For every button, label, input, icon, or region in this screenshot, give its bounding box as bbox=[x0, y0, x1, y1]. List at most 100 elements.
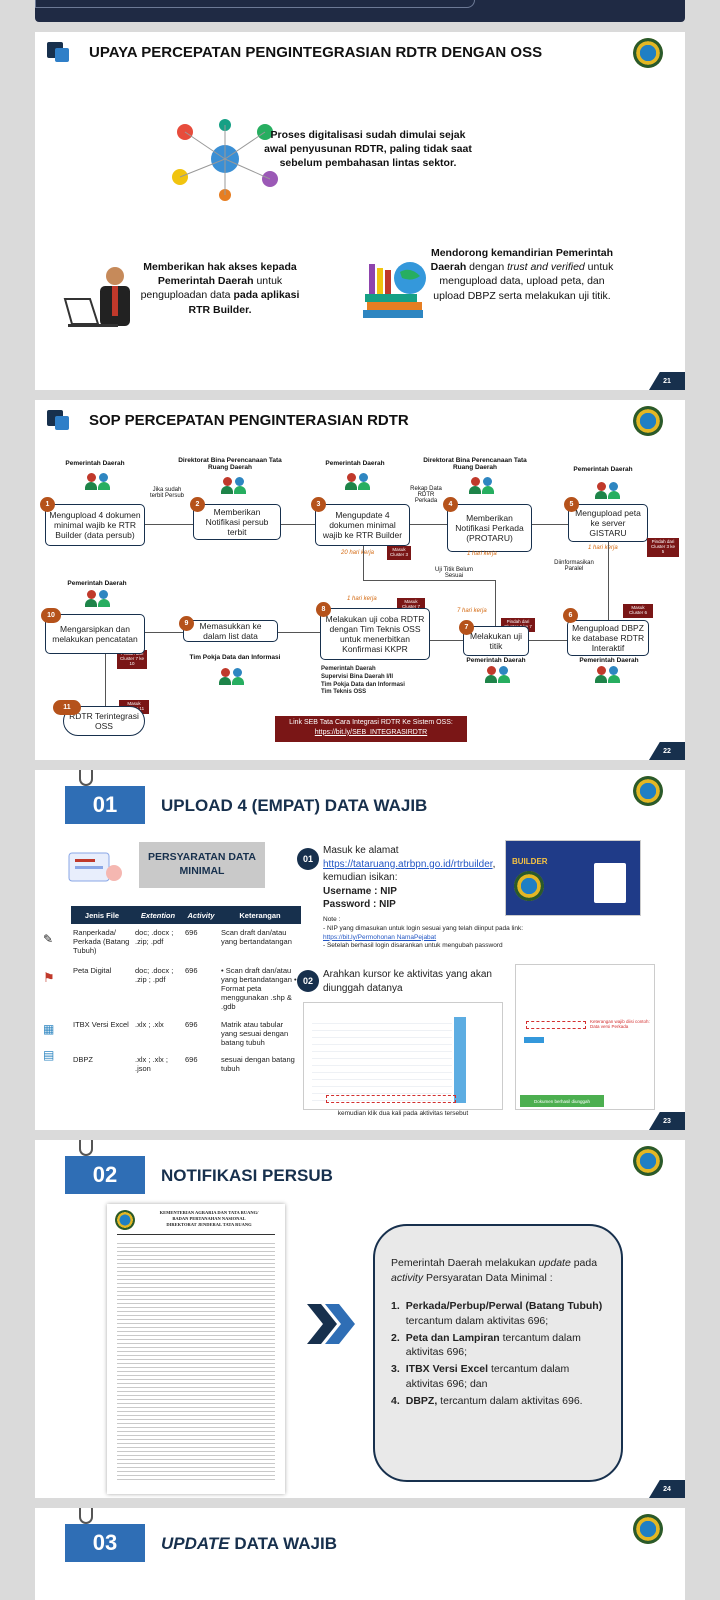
list-bold: DBPZ, bbox=[405, 1394, 438, 1407]
step-5-badge: 5 bbox=[564, 497, 579, 512]
step-2-box: Memberikan Notifikasi persub terbit bbox=[193, 504, 281, 540]
builder-label: BUILDER bbox=[512, 857, 548, 866]
table-header: Keterangan bbox=[239, 910, 281, 920]
digitalization-text: Proses digitalisasi sudah dimulai sejak … bbox=[264, 129, 472, 170]
activity-rows bbox=[312, 1017, 452, 1103]
connector bbox=[532, 524, 568, 525]
paperclip-icon bbox=[79, 770, 93, 786]
slide-title: NOTIFIKASI PERSUB bbox=[161, 1166, 333, 1185]
letter-head-line: KEMENTERIAN AGRARIA DAN TATA RUANG/ bbox=[159, 1210, 259, 1215]
connector bbox=[278, 632, 320, 633]
slide-25[interactable]: 03 UPDATE DATA WAJIB bbox=[35, 1508, 685, 1600]
update-intro: Pemerintah Daerah melakukan update pada … bbox=[391, 1256, 605, 1285]
time-1a: 1 hari kerja bbox=[467, 551, 497, 557]
time-1b: 1 hari kerja bbox=[588, 545, 618, 551]
slide-title: SOP PERCEPATAN PENGINTERASIAN RDTR bbox=[89, 412, 409, 429]
actor-label: Direktorat Bina Perencanaan Tata Ruang D… bbox=[178, 457, 282, 471]
update-list: 1.Perkada/Perbup/Perwal (Batang Tubuh) t… bbox=[391, 1299, 605, 1408]
time-1c: 1 hari kerja bbox=[347, 596, 377, 602]
rtr-builder-login-screenshot: BUILDER bbox=[505, 840, 641, 916]
login-rest: , kemudian isikan: bbox=[323, 858, 496, 884]
team-list-item: Pemerintah Daerah bbox=[321, 666, 376, 672]
cluster-tag: Pindah dari Cluster 3 ke 5 bbox=[647, 538, 679, 557]
step-badge-01: 01 bbox=[297, 848, 319, 870]
intro-text: Persyaratan Data Minimal : bbox=[426, 1271, 553, 1284]
section-number: 03 bbox=[59, 1524, 145, 1570]
slide-title: UPAYA PERCEPATAN PENGINTEGRASIAN RDTR DE… bbox=[89, 44, 543, 61]
list-item: 4.DBPZ, tercantum dalam aktivitas 696. bbox=[391, 1394, 605, 1409]
people-icon bbox=[85, 590, 109, 608]
books-globe-icon bbox=[363, 262, 426, 318]
title-square-accent-icon bbox=[55, 416, 69, 430]
team-list-item: Tim Pokja Data dan Informasi bbox=[321, 681, 405, 688]
username-text: Username : NIP bbox=[323, 885, 397, 897]
note-link[interactable]: https://bit.ly/Permohonan NamaPejabat bbox=[323, 933, 437, 941]
login-form-card bbox=[594, 863, 626, 903]
access-normal: untuk penguploadan data bbox=[140, 275, 283, 302]
team-list-item: Tim Teknis OSS bbox=[321, 689, 367, 696]
list-number: 2. bbox=[391, 1331, 400, 1344]
slide-24[interactable]: 02 NOTIFIKASI PERSUB KEMENTERIAN AGRARIA… bbox=[35, 1140, 685, 1498]
list-rest: tercantum dalam aktivitas 696; bbox=[405, 1315, 549, 1328]
title-square-accent-icon bbox=[55, 48, 69, 62]
atr-bpn-logo-icon bbox=[633, 38, 663, 68]
spreadsheet-icon: ▦ bbox=[43, 1022, 55, 1036]
step-3-box: Mengupdate 4 dokumen minimal wajib ke RT… bbox=[315, 504, 410, 546]
step-8-badge: 8 bbox=[316, 602, 331, 617]
seb-link-url[interactable]: https://bit.ly/SEB_INTEGRASIRDTR bbox=[314, 728, 428, 736]
access-bold2: pada aplikasi RTR Builder. bbox=[188, 289, 300, 316]
seb-link-box[interactable]: Link SEB Tata Cara Integrasi RDTR Ke Sis… bbox=[275, 716, 467, 742]
table-cell: Scan draft dan/atau yang bertandatangan bbox=[221, 928, 292, 946]
intro-text: Pemerintah Daerah melakukan bbox=[391, 1257, 536, 1269]
section-number: 02 bbox=[59, 1156, 145, 1202]
login-text: Masuk ke alamat bbox=[323, 845, 399, 856]
rtrbuilder-link[interactable]: https://tataruang.atrbpn.go.id/rtrbuilde… bbox=[323, 858, 493, 870]
password-text: Password : NIP bbox=[323, 899, 396, 910]
slide-22[interactable]: SOP PERCEPATAN PENGINTERASIAN RDTR Pemer… bbox=[35, 400, 685, 760]
step-1-box: Mengupload 4 dokumen minimal wajib ke RT… bbox=[45, 504, 145, 546]
connector bbox=[495, 580, 496, 626]
step2-caption: kemudian klik dua kali pada aktivitas te… bbox=[337, 1110, 469, 1117]
seb-link-label: Link SEB Tata Cara Integrasi RDTR Ke Sis… bbox=[289, 719, 453, 726]
map-pin-icon: ⚑ bbox=[43, 970, 55, 985]
person-laptop-icon bbox=[63, 267, 130, 327]
note-ujititik: Uji Titik Belum Sesuai bbox=[434, 567, 473, 579]
actor-label: Pemerintah Daerah bbox=[579, 657, 639, 664]
table-cell: sesuai dengan batang tubuh bbox=[221, 1055, 295, 1073]
time-20: 20 hari kerja bbox=[341, 550, 375, 556]
list-bold: Perkada/Perbup/Perwal (Batang Tubuh) bbox=[405, 1300, 603, 1313]
step-11-badge: 11 bbox=[53, 700, 81, 715]
team-list: Pemerintah Daerah Supervisi Bina Daerah … bbox=[321, 666, 405, 697]
list-item: 3.ITBX Versi Excel tercantum dalam aktiv… bbox=[391, 1362, 605, 1391]
note-rekap: Rekap Data RDTR Perkada bbox=[410, 486, 442, 504]
requirements-label: PERSYARATAN DATA MINIMAL bbox=[139, 842, 265, 888]
builder-logo-icon bbox=[514, 871, 544, 901]
connector bbox=[608, 542, 609, 620]
table-cell: Matrik atau tabular yang sesuai dengan b… bbox=[221, 1020, 289, 1047]
actor-label: Pemerintah Daerah bbox=[325, 460, 385, 467]
slide-title: UPDATE DATA WAJIB bbox=[161, 1534, 337, 1554]
list-rest: tercantum dalam aktivitas 696; bbox=[405, 1331, 581, 1359]
cluster-tag: Masuk Cluster 3 bbox=[387, 546, 411, 560]
intro-italic: activity bbox=[391, 1271, 424, 1284]
step-10-box: Mengarsipkan dan melakukan pencatatan bbox=[45, 614, 145, 654]
list-rest: tercantum dalam aktivitas 696; dan bbox=[405, 1363, 570, 1390]
table-cell: • Scan draft dan/atau yang bertandatanga… bbox=[221, 966, 297, 1011]
letter-header: KEMENTERIAN AGRARIA DAN TATA RUANG/ BADA… bbox=[139, 1210, 279, 1228]
slide-23[interactable]: 01 UPLOAD 4 (EMPAT) DATA WAJIB PERSYARAT… bbox=[35, 770, 685, 1130]
note-line: - NIP yang dimasukan untuk login sesuai … bbox=[323, 924, 524, 932]
top-previous-slide-edge bbox=[35, 0, 685, 22]
person-icon bbox=[221, 477, 245, 495]
team-list-item: Supervisi Bina Daerah I/II bbox=[321, 673, 394, 680]
access-text: Memberikan hak akses kepada Pemerintah D… bbox=[135, 260, 305, 317]
connector bbox=[363, 546, 364, 580]
actor-label: Direktorat Bina Perencanaan Tata Ruang D… bbox=[423, 457, 527, 471]
step-1-badge: 1 bbox=[40, 497, 55, 512]
connector bbox=[363, 580, 495, 581]
title-rest: DATA WAJIB bbox=[229, 1534, 337, 1553]
slide-21[interactable]: UPAYA PERCEPATAN PENGINTEGRASIAN RDTR DE… bbox=[35, 32, 685, 390]
step-badge-02: 02 bbox=[297, 970, 319, 992]
login-instruction: Masuk ke alamat https://tataruang.atrbpn… bbox=[323, 844, 496, 912]
table-cell: Peta Digital bbox=[73, 966, 112, 975]
letter-head-line: BADAN PERTANAHAN NASIONAL bbox=[172, 1215, 246, 1221]
